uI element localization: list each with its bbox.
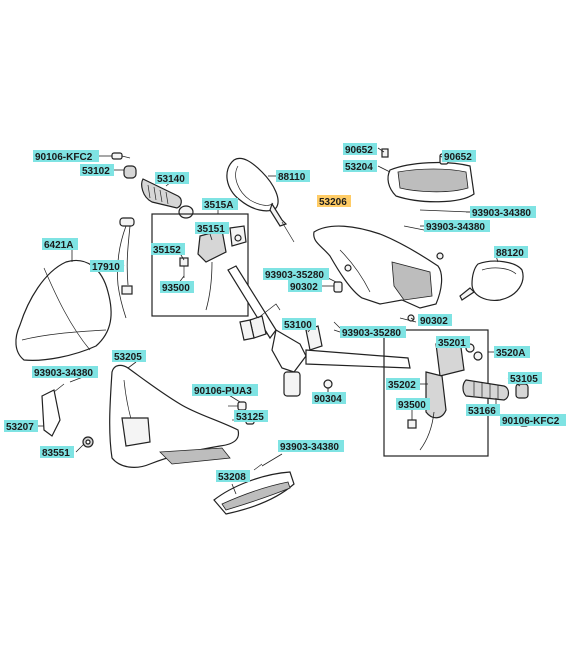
label-3515a: 3515A xyxy=(204,200,233,211)
label-53205: 53205 xyxy=(114,352,142,363)
label-90106-kfc2-bottom: 90106-KFC2 xyxy=(502,416,560,427)
label-93903-34380-a: 93903-34380 xyxy=(472,208,531,219)
windshield-part xyxy=(15,260,112,361)
left-mirror-part xyxy=(226,157,295,243)
part-labels: 90106-KFC2 53102 53140 88110 3515A 35151… xyxy=(4,143,566,483)
label-93903-34380-d: 93903-34380 xyxy=(280,442,339,453)
washer-83551 xyxy=(82,436,94,448)
label-53206: 53206 xyxy=(319,197,347,208)
label-53207: 53207 xyxy=(6,422,34,433)
label-53140: 53140 xyxy=(157,174,185,185)
label-90302-b: 90302 xyxy=(420,316,448,327)
lower-panel-53208 xyxy=(213,463,295,515)
label-93903-35280-a: 93903-35280 xyxy=(265,270,324,281)
label-53105: 53105 xyxy=(510,374,538,385)
label-90304: 90304 xyxy=(314,394,342,405)
rear-cover-part xyxy=(313,225,443,309)
left-grip-part xyxy=(111,152,194,219)
throttle-cable-part xyxy=(117,217,135,319)
label-90106-kfc2-top: 90106-KFC2 xyxy=(35,152,93,163)
label-88120: 88120 xyxy=(496,248,524,259)
label-90106-pua3: 90106-PUA3 xyxy=(194,386,252,397)
handlebar-part xyxy=(227,265,411,397)
label-90652-a: 90652 xyxy=(345,145,373,156)
label-6421a: 6421A xyxy=(44,240,73,251)
label-53208: 53208 xyxy=(218,472,246,483)
label-53204: 53204 xyxy=(345,162,373,173)
label-53125: 53125 xyxy=(236,412,264,423)
label-93500-left: 93500 xyxy=(162,283,190,294)
label-17910: 17910 xyxy=(92,262,120,273)
bracket-53207 xyxy=(41,383,65,437)
label-53100: 53100 xyxy=(284,320,312,331)
screw-set-top xyxy=(403,225,444,322)
label-3520a: 3520A xyxy=(496,348,525,359)
right-mirror-part xyxy=(459,260,524,301)
center-bolts xyxy=(323,281,417,398)
label-35202: 35202 xyxy=(388,380,416,391)
label-93903-34380-b: 93903-34380 xyxy=(426,222,485,233)
left-switch-box xyxy=(151,213,249,317)
label-93903-35280-b: 93903-35280 xyxy=(342,328,401,339)
label-93903-34380-c: 93903-34380 xyxy=(34,368,93,379)
label-83551: 83551 xyxy=(42,448,70,459)
label-53166: 53166 xyxy=(468,406,496,417)
label-90652-b: 90652 xyxy=(444,152,472,163)
label-93500-right: 93500 xyxy=(398,400,426,411)
label-90302-a: 90302 xyxy=(290,282,318,293)
label-88110: 88110 xyxy=(278,172,306,183)
label-35152: 35152 xyxy=(153,245,181,256)
label-53102: 53102 xyxy=(82,166,110,177)
label-35151: 35151 xyxy=(197,224,225,235)
label-35201: 35201 xyxy=(438,338,466,349)
front-cover-part xyxy=(109,364,240,468)
